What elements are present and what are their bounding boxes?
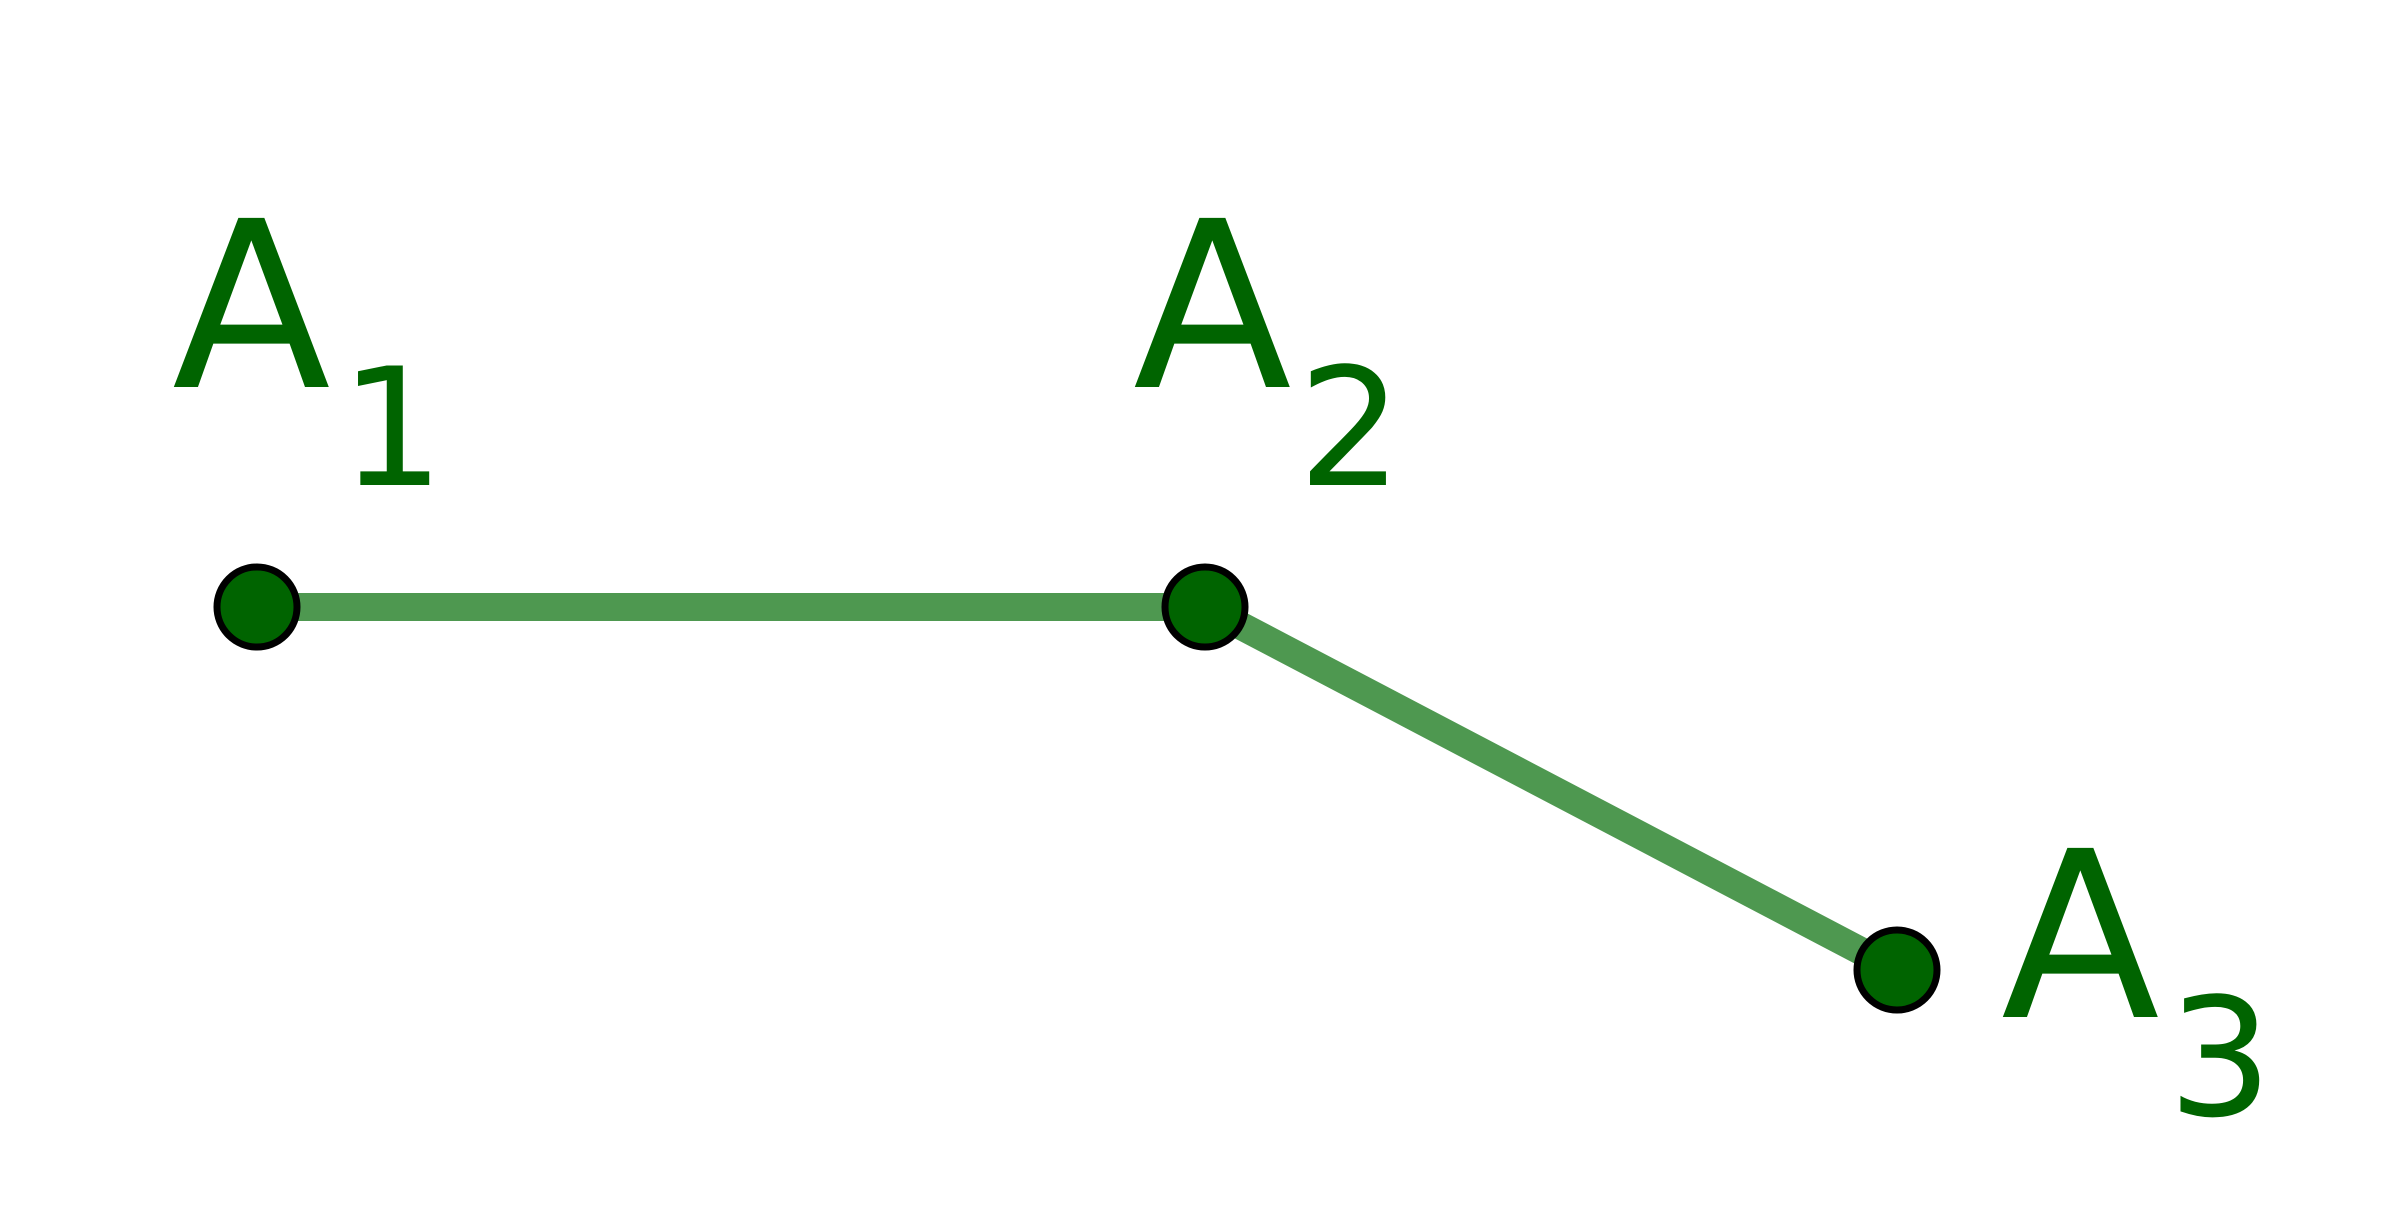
segment-a2-a3 <box>1198 594 1904 983</box>
point-a2[interactable] <box>1161 563 1249 651</box>
point-a3[interactable] <box>1853 926 1941 1014</box>
label-a3-subscript: 3 <box>2168 963 2272 1154</box>
label-a2-letter: A <box>1133 172 1292 442</box>
point-a1[interactable] <box>213 563 301 651</box>
label-a1: A 1 <box>172 172 444 524</box>
label-a2-subscript: 2 <box>1298 333 1402 524</box>
label-a3-letter: A <box>2001 802 2160 1072</box>
label-a3: A 3 <box>2001 802 2272 1154</box>
label-a1-subscript: 1 <box>340 333 444 524</box>
label-a1-letter: A <box>172 172 331 442</box>
label-a2: A 2 <box>1133 172 1402 524</box>
